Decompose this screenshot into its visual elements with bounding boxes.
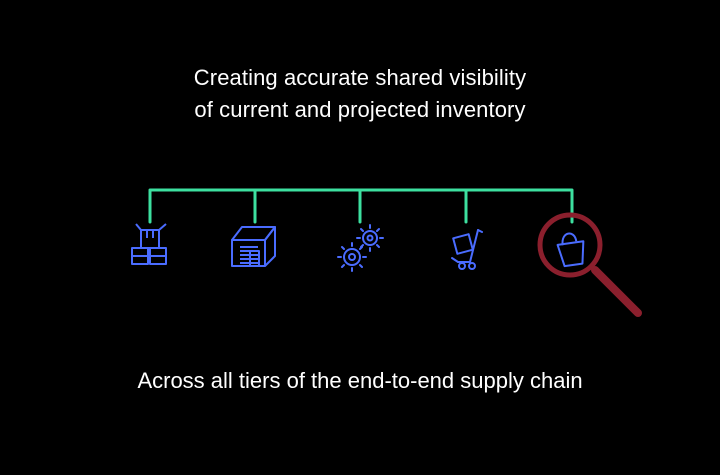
headline-line-2: of current and projected inventory xyxy=(194,97,526,122)
boxes-icon xyxy=(131,223,167,265)
headline-line-1: Creating accurate shared visibility xyxy=(193,65,527,90)
shopping-bag-icon xyxy=(556,232,585,268)
footer-text: Across all tiers of the end-to-end suppl… xyxy=(137,368,583,393)
hand-truck-icon xyxy=(451,229,483,270)
magnifier-icon xyxy=(537,212,642,317)
gears-icon xyxy=(337,224,384,272)
warehouse-icon xyxy=(231,226,276,267)
connector-bracket xyxy=(148,188,574,224)
headline: Creating accurate shared visibility of c… xyxy=(0,62,720,126)
